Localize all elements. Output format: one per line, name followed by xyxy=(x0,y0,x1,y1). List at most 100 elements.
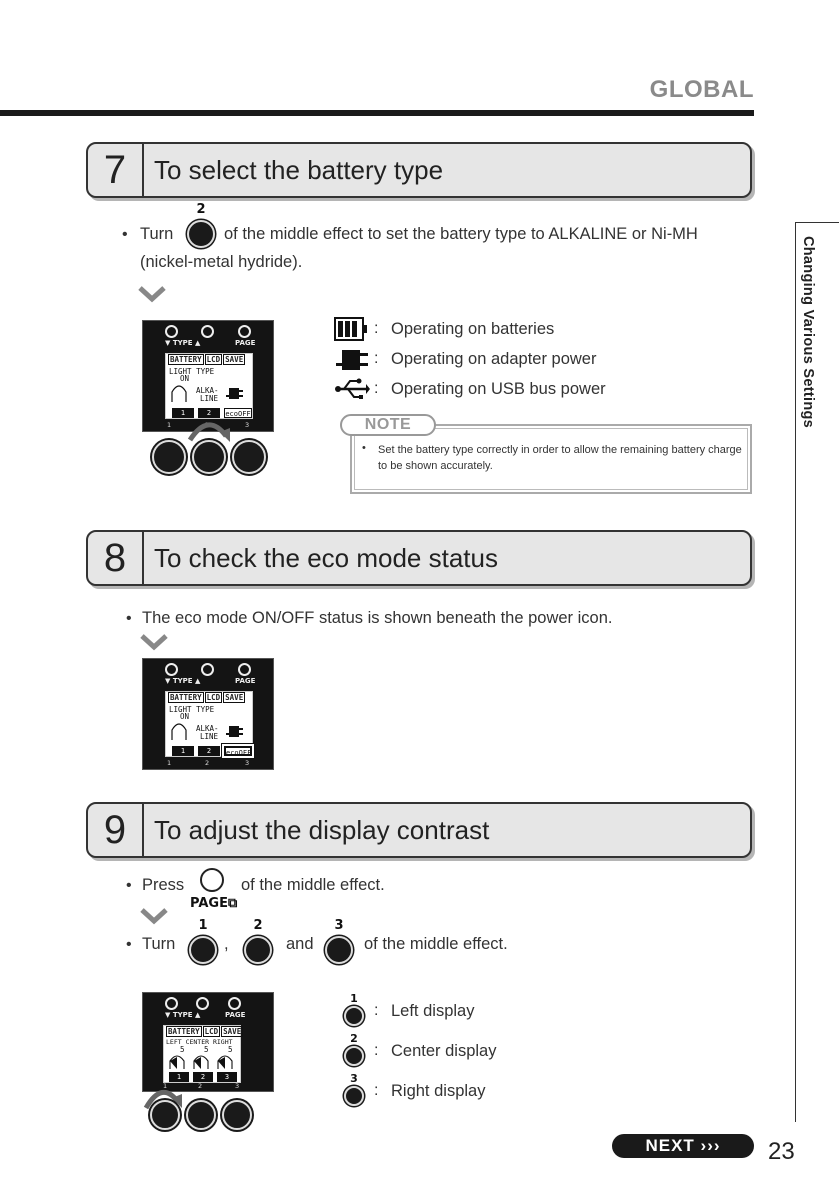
legend-battery-text: Operating on batteries xyxy=(391,320,555,338)
button-circle-icon xyxy=(165,663,178,676)
lcd-line: LINE xyxy=(200,732,219,741)
bulb-icon xyxy=(171,723,187,740)
step-number: 7 xyxy=(88,144,144,196)
usb-icon xyxy=(335,378,370,399)
step7-instruction-cont: (nickel-metal hydride). xyxy=(140,253,303,271)
legend-colon: : xyxy=(374,1002,379,1019)
page-number: 23 xyxy=(768,1138,795,1165)
button-circle-icon xyxy=(228,997,241,1010)
side-tab-label: Changing Various Settings xyxy=(800,236,816,428)
chevron-down-icon xyxy=(140,634,168,651)
contrast-dials-icon xyxy=(169,1055,233,1069)
knob-number-label: 2 xyxy=(253,918,263,933)
bullet: • xyxy=(126,610,132,627)
button-circle-icon xyxy=(165,325,178,338)
legend-right-display: Right display xyxy=(391,1082,486,1100)
lcd-foot-2: 2 xyxy=(198,746,220,756)
lcd-line: LINE xyxy=(200,394,219,403)
page-button-icon xyxy=(200,868,224,892)
lcd-light-type: LIGHT TYPE xyxy=(169,367,215,376)
legend-colon: : xyxy=(374,350,379,367)
lcd-type-label: ▼ TYPE ▲ xyxy=(165,1011,201,1019)
lcd-page-label: PAGE xyxy=(235,339,256,347)
knob-1-icon xyxy=(152,440,186,474)
section-title: GLOBAL xyxy=(649,76,754,103)
knob-3-icon xyxy=(344,1086,364,1106)
legend-colon: : xyxy=(374,380,379,397)
bullet: • xyxy=(122,226,128,243)
lcd-type-label: ▼ TYPE ▲ xyxy=(165,677,201,685)
lcd-eco-status-highlight: ecoOFF xyxy=(224,746,252,757)
knob-number-label: 2 xyxy=(196,202,206,217)
comma: , xyxy=(224,935,229,953)
lcd-knob-num: 3 xyxy=(245,421,250,429)
header-rule xyxy=(0,110,754,116)
turn-instruction: of the middle effect. xyxy=(364,935,508,953)
knob-number-label: 3 xyxy=(334,918,344,933)
battery-icon xyxy=(334,317,367,341)
knob-2-icon xyxy=(244,936,272,964)
lcd-foot-2: 2 xyxy=(193,1072,213,1082)
step-number: 9 xyxy=(88,804,144,856)
lcd-knob-num: 2 xyxy=(205,759,210,767)
turn-label: Turn xyxy=(140,225,174,243)
bullet: • xyxy=(126,877,132,894)
lcd-type-label: ▼ TYPE ▲ xyxy=(165,339,201,347)
chevron-down-icon xyxy=(138,286,166,303)
lcd-page-label: PAGE xyxy=(225,1011,246,1019)
lcd-eco-status: ecoOFF xyxy=(224,408,252,418)
lcd-knob-num: 1 xyxy=(167,759,172,767)
side-tab-frame xyxy=(795,222,839,1122)
bulb-icon xyxy=(171,385,187,402)
lcd-foot-1: 1 xyxy=(172,408,194,418)
button-circle-icon xyxy=(201,325,214,338)
knob-3-icon xyxy=(325,936,353,964)
legend-colon: : xyxy=(374,1082,379,1099)
legend-center-display: Center display xyxy=(391,1042,497,1060)
next-page-button[interactable]: NEXT ››› xyxy=(612,1134,754,1158)
lcd-foot-3: 3 xyxy=(217,1072,237,1082)
step-title: To adjust the display contrast xyxy=(154,815,490,845)
knob-1-icon xyxy=(344,1006,364,1026)
lcd-knob-num: 3 xyxy=(235,1082,240,1090)
lcd-contrast-value: 5 xyxy=(204,1045,209,1054)
knob-1-icon xyxy=(189,936,217,964)
lcd-foot-2: 2 xyxy=(198,408,220,418)
button-circle-icon xyxy=(165,997,178,1010)
step-8-heading: 8 To check the eco mode status xyxy=(86,530,752,586)
lcd-alka: ALKA- xyxy=(196,724,219,733)
step-title: To check the eco mode status xyxy=(154,543,498,573)
lcd-foot-1: 1 xyxy=(172,746,194,756)
and-label: and xyxy=(286,935,314,953)
knob-2-icon xyxy=(186,1100,216,1130)
knob-1-icon xyxy=(150,1100,180,1130)
button-circle-icon xyxy=(196,997,209,1010)
legend-colon: : xyxy=(374,320,379,337)
lcd-knob-num: 3 xyxy=(245,759,250,767)
bullet: • xyxy=(126,936,132,953)
legend-usb-text: Operating on USB bus power xyxy=(391,380,606,398)
knob-2-icon xyxy=(344,1046,364,1066)
lcd-light-type: LIGHT TYPE xyxy=(169,705,215,714)
adapter-plug-icon xyxy=(336,350,368,370)
bullet: • xyxy=(362,442,366,454)
step-number: 8 xyxy=(88,532,144,584)
adapter-plug-icon xyxy=(226,726,243,737)
lcd-knob-num: 1 xyxy=(163,1082,168,1090)
lcd-knob-num: 2 xyxy=(198,1082,203,1090)
note-text: Set the battery type correctly in order … xyxy=(378,444,742,472)
step-title: To select the battery type xyxy=(154,155,444,185)
chevron-down-icon xyxy=(140,908,168,925)
rotate-arrow-icon xyxy=(143,1090,182,1110)
press-instruction: of the middle effect. xyxy=(241,876,385,894)
lcd-on: ON xyxy=(180,374,190,383)
lcd-contrast-value: 5 xyxy=(228,1045,233,1054)
step-9-heading: 9 To adjust the display contrast xyxy=(86,802,752,858)
rotate-arrow-icon xyxy=(187,422,230,442)
legend-left-display: Left display xyxy=(391,1002,475,1020)
